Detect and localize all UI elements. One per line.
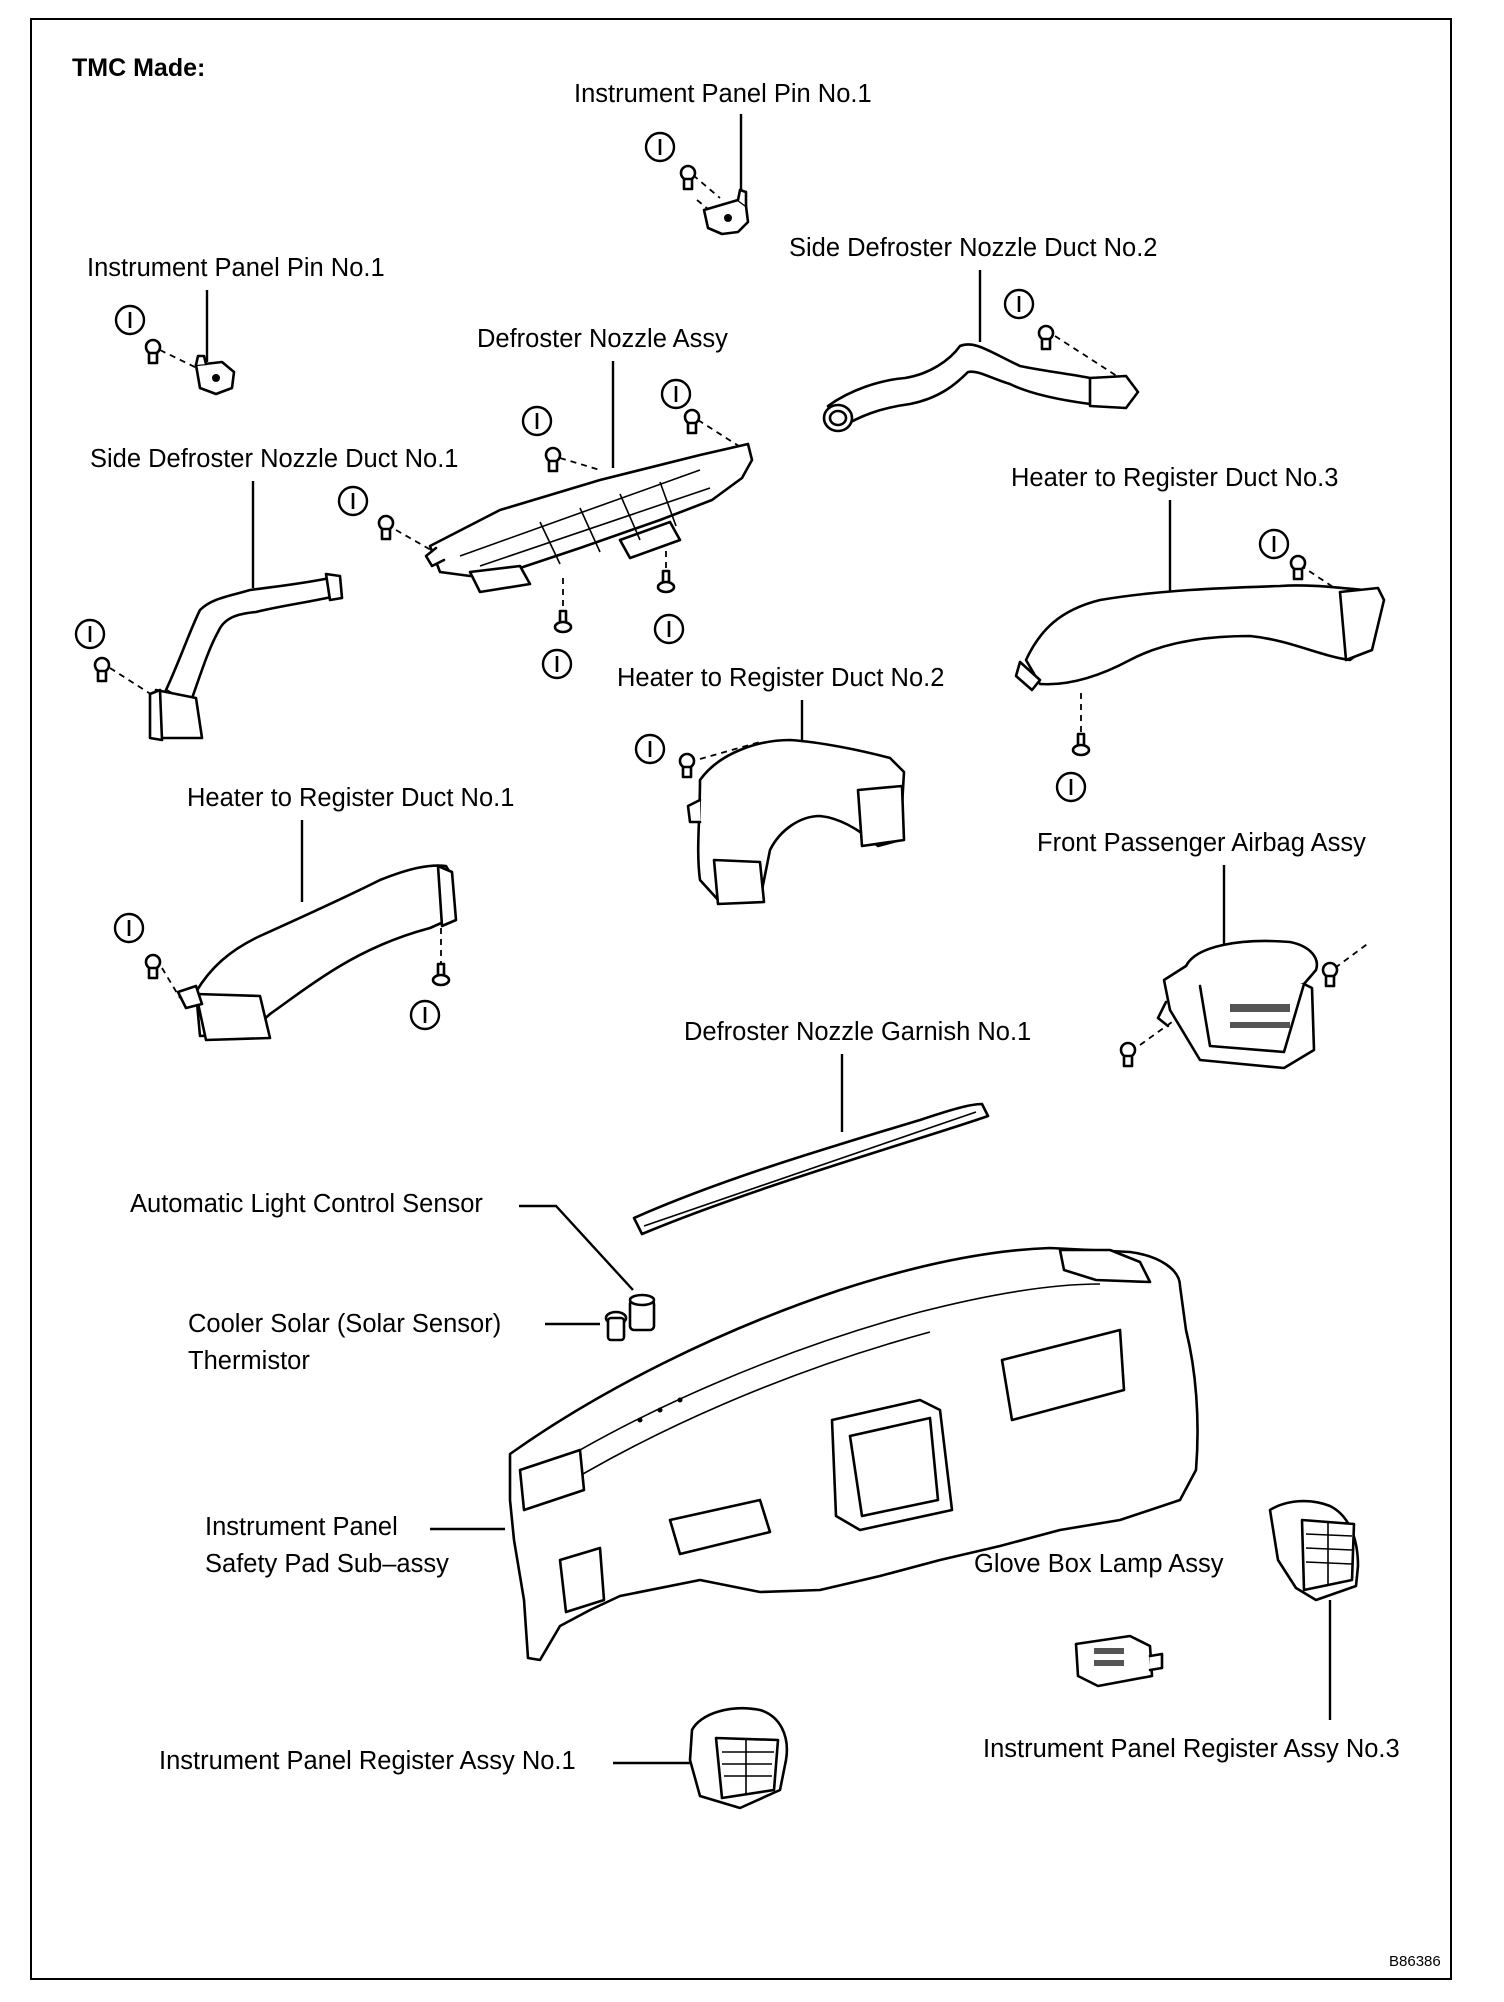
label-instrument-panel-pad-line1: Instrument Panel	[205, 1513, 398, 1541]
label-glove-box-lamp: Glove Box Lamp Assy	[974, 1550, 1224, 1578]
label-auto-light-sensor: Automatic Light Control Sensor	[130, 1190, 483, 1218]
label-side-defroster-duct-1: Side Defroster Nozzle Duct No.1	[90, 445, 459, 473]
label-heater-register-duct-1: Heater to Register Duct No.1	[187, 784, 515, 812]
clip-symbols	[74, 131, 1290, 1031]
register-assy-3-part	[1268, 1499, 1360, 1602]
auto-light-sensor-part	[628, 1293, 656, 1332]
front-passenger-airbag-part	[1156, 939, 1319, 1070]
heater-register-duct-3-part	[1014, 584, 1386, 692]
diagram-title: TMC Made:	[72, 54, 206, 82]
label-heater-register-duct-3: Heater to Register Duct No.3	[1011, 464, 1339, 492]
label-defroster-nozzle-assy: Defroster Nozzle Assy	[477, 325, 728, 353]
heater-register-duct-2-part	[686, 738, 906, 906]
label-cooler-solar-line2: Thermistor	[188, 1347, 310, 1375]
glove-box-lamp-part	[1074, 1634, 1164, 1688]
label-side-defroster-duct-2: Side Defroster Nozzle Duct No.2	[789, 234, 1158, 262]
label-instrument-panel-pad-line2: Safety Pad Sub–assy	[205, 1550, 449, 1578]
leader-lines	[205, 114, 1332, 1765]
instrument-panel-pin-left-part	[194, 354, 236, 396]
screws	[93, 164, 1339, 1068]
label-defroster-garnish-1: Defroster Nozzle Garnish No.1	[684, 1018, 1032, 1046]
side-defroster-duct-1-part	[148, 572, 344, 742]
label-instrument-panel-pin-top: Instrument Panel Pin No.1	[574, 80, 872, 108]
diagram-frame	[30, 18, 1452, 1980]
label-register-assy-3: Instrument Panel Register Assy No.3	[983, 1735, 1400, 1763]
label-front-passenger-airbag: Front Passenger Airbag Assy	[1037, 829, 1366, 857]
register-assy-1-part	[688, 1706, 789, 1810]
defroster-nozzle-assy-part	[424, 442, 754, 594]
cooler-solar-thermistor-part	[604, 1310, 628, 1342]
instrument-panel-pad-part	[508, 1246, 1199, 1662]
defroster-garnish-1-part	[632, 1102, 990, 1236]
side-defroster-duct-2-part	[822, 343, 1140, 433]
label-register-assy-1: Instrument Panel Register Assy No.1	[159, 1747, 576, 1775]
label-instrument-panel-pin-left: Instrument Panel Pin No.1	[87, 254, 385, 282]
heater-register-duct-1-part	[176, 864, 458, 1042]
instrument-panel-pin-top-part	[702, 188, 750, 236]
label-cooler-solar-line1: Cooler Solar (Solar Sensor)	[188, 1310, 502, 1338]
figure-code: B86386	[1389, 1953, 1441, 1970]
label-heater-register-duct-2: Heater to Register Duct No.2	[617, 664, 945, 692]
